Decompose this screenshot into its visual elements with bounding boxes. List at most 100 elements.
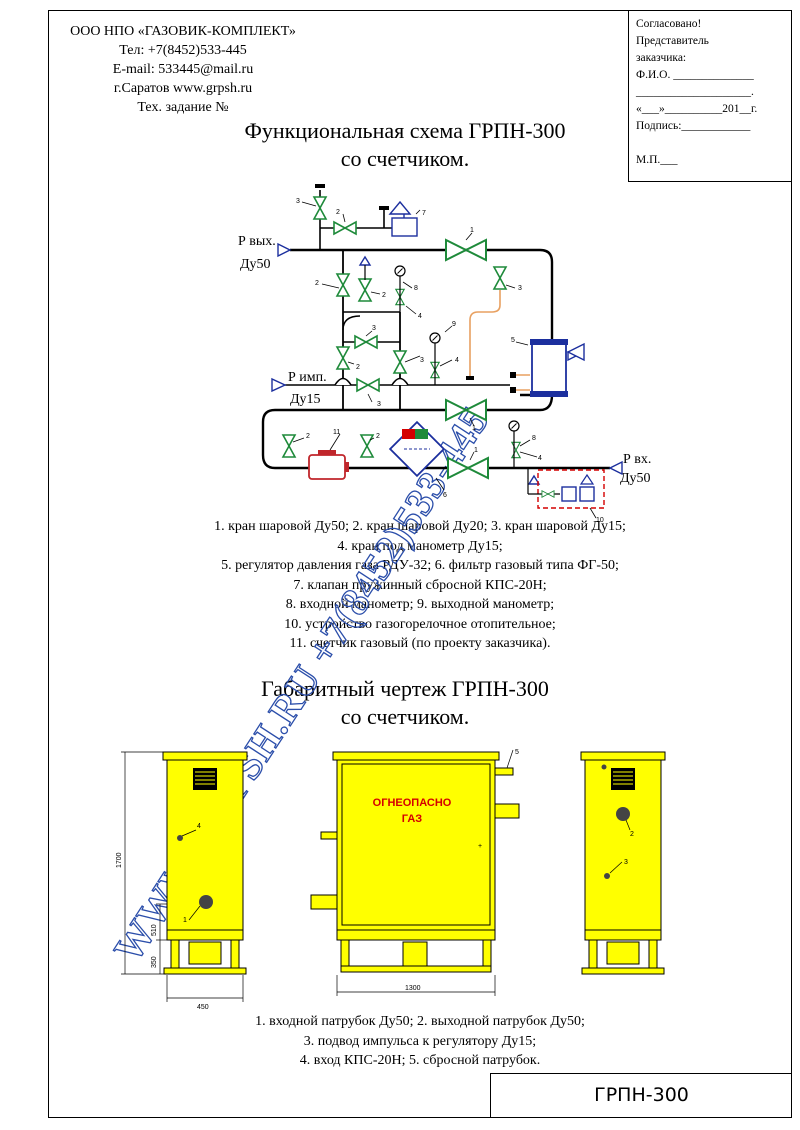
company-email: E-mail: 533445@mail.ru	[112, 62, 254, 77]
legend-line: 11. счетчик газовый (по проекту заказчик…	[289, 636, 551, 651]
ball-valve-dn15	[313, 196, 327, 220]
approval-fio: Ф.И.О. ______________	[636, 69, 754, 81]
outlet-gauge-icon	[394, 265, 406, 277]
kps-inlet-port	[177, 835, 183, 841]
burner-device-box	[537, 469, 605, 509]
vent-cap	[315, 184, 325, 188]
inlet-pressure-label: Р вх.	[623, 452, 651, 467]
dim-depth: 450	[197, 1004, 209, 1011]
callout-4: 4	[418, 313, 422, 320]
scheme-title-line1: Функциональная схема ГРПН-300	[244, 118, 566, 143]
vent-port	[601, 764, 607, 770]
impulse-arrow-icon	[271, 377, 287, 393]
impulse-jump-2	[391, 377, 409, 386]
inlet-pipe	[261, 393, 610, 470]
drawing-legend: 1. входной патрубок Ду50; 2. выходной па…	[120, 1012, 720, 1071]
vent-grille-icon	[193, 768, 217, 790]
dim-510: 510	[151, 924, 158, 936]
impulse-dn-label: Ду15	[290, 392, 321, 407]
ball-valve-dn20	[282, 434, 296, 458]
callout-9: 9	[452, 321, 456, 328]
callout-5: 5	[511, 337, 515, 344]
drawing-legend-line: 1. входной патрубок Ду50; 2. выходной па…	[255, 1014, 585, 1029]
drawing-label-1: 1	[183, 917, 187, 924]
outlet-pipe	[290, 248, 554, 345]
callout-1: 1	[474, 447, 478, 454]
callout-2: 2	[382, 292, 386, 299]
callout-8: 8	[414, 285, 418, 292]
cabinet-front-view: + ОГНЕОПАСНО ГАЗ	[310, 751, 520, 973]
warning-label-line2: ГАЗ	[402, 813, 422, 825]
ball-valve-dn50	[445, 239, 487, 261]
legend-line: 4. кран под манометр Ду15;	[337, 538, 503, 554]
drawing-title-line2: со счетчиком.	[340, 704, 470, 729]
outlet-arrow-icon	[277, 242, 292, 258]
callout-4: 4	[455, 357, 459, 364]
impulse-pressure-label: Р имп.	[288, 370, 327, 385]
drawing-title-line1: Габаритный чертеж ГРПН-300	[261, 676, 549, 701]
drawing-label-3: 3	[624, 859, 628, 866]
kps-cap	[379, 206, 389, 210]
callout-11: 11	[333, 429, 340, 436]
inlet-pipe-stub	[310, 894, 338, 910]
callout-3: 3	[420, 357, 424, 364]
ball-valve-dn20	[360, 434, 374, 458]
impulse-tube	[469, 290, 501, 378]
outlet-pressure-label: Р вых.	[238, 234, 276, 249]
cabinet-side-view-right	[580, 751, 666, 975]
approval-blank-line: ____________________.	[636, 86, 754, 98]
legend-line: 10. устройство газогорелочное отопительн…	[284, 616, 556, 632]
drawing-legend-line: 3. подвод импульса к регулятору Ду15;	[303, 1033, 537, 1049]
approval-seal: М.П.___	[636, 154, 678, 166]
approval-date: «___»__________201__г.	[636, 103, 758, 115]
outlet-port	[616, 807, 630, 821]
ball-valve-dn15	[356, 378, 380, 392]
legend-line: 7. клапан пружинный сбросной КПС-20Н;	[293, 577, 547, 593]
ball-valve-dn20	[333, 221, 357, 235]
company-name: ООО НПО «ГАЗОВИК-КОМПЛЕКТ»	[70, 24, 296, 39]
inlet-arrow-icon	[608, 460, 623, 476]
burner-valve	[541, 490, 555, 498]
inlet-gauge-icon	[508, 420, 520, 432]
bypass-curve	[342, 315, 361, 331]
callout-3: 3	[377, 401, 381, 408]
callout-2: 2	[356, 364, 360, 371]
legend-line: 8. входной манометр; 9. выходной маномет…	[285, 597, 555, 612]
drawing-legend-line: 4. вход КПС-20Н; 5. сбросной патрубок.	[299, 1053, 541, 1068]
ball-valve-dn15	[354, 335, 378, 349]
vent-grille-icon	[611, 768, 635, 790]
approval-customer: заказчика:	[636, 52, 687, 64]
scheme-title-line2: со счетчиком.	[340, 146, 470, 171]
title-stamp: ГРПН-300	[490, 1073, 792, 1118]
outlet-pipe-stub	[494, 803, 520, 819]
gas-filter-icon	[388, 420, 446, 478]
vent-triangle-icon	[359, 256, 371, 266]
callout-8: 8	[532, 435, 536, 442]
callout-10: 10	[596, 517, 604, 524]
callout-2: 2	[315, 280, 319, 287]
callout-6: 6	[443, 492, 447, 499]
sheet-frame	[48, 10, 792, 1118]
ball-valve-dn20	[336, 346, 350, 370]
ball-valve-dn20	[336, 273, 350, 297]
cabinet-side-view-left	[162, 751, 248, 975]
ball-valve-dn15	[493, 266, 507, 290]
impulse-port	[604, 873, 610, 879]
company-phone: Тел: +7(8452)533-445	[119, 43, 247, 58]
callout-3: 3	[518, 285, 522, 292]
callout-1: 1	[472, 425, 476, 432]
callout-2: 2	[306, 433, 310, 440]
approval-representative: Представитель	[636, 35, 709, 47]
approval-box	[628, 10, 792, 182]
company-header: ООО НПО «ГАЗОВИК-КОМПЛЕКТ» Тел: +7(8452)…	[52, 22, 314, 117]
approval-block: Согласовано! Представитель заказчика: Ф.…	[636, 16, 757, 169]
drawing-label-4: 4	[197, 823, 201, 830]
vent-pipe	[494, 767, 514, 776]
callout-4: 4	[538, 455, 542, 462]
callout-2: 2	[336, 209, 340, 216]
outlet-dn-label: Ду50	[240, 257, 271, 272]
warning-label-line1: ОГНЕОПАСНО	[373, 797, 452, 809]
inlet-port	[199, 895, 213, 909]
gauge-cock	[511, 441, 521, 459]
